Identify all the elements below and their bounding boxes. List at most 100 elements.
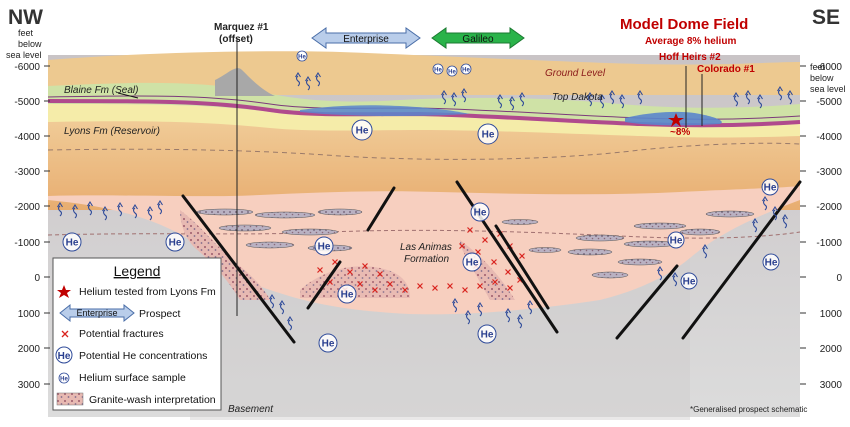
legend-he-icon: He [55, 346, 73, 364]
granite-stringers-right [567, 210, 755, 279]
helium-percent-label: ~8% [670, 127, 690, 138]
left-tick-label: -4000 [14, 132, 40, 143]
right-tick-label: -1000 [816, 238, 842, 249]
nw-label: NW [8, 6, 43, 29]
left-tick-label: 2000 [18, 344, 41, 355]
right-tick-label: -5000 [816, 97, 842, 108]
well-marquez-label: Marquez #1 [214, 22, 269, 33]
legend-surface-sample-icon: He [58, 372, 70, 384]
legend-granite: Granite-wash interpretation [89, 394, 216, 406]
right-tick-label: 2000 [820, 344, 843, 355]
right-axis-note: feet below sea level [810, 62, 846, 94]
left-tick-label: 0 [34, 273, 40, 284]
legend-prospect: Prospect [139, 308, 181, 320]
svg-text:He: He [341, 290, 354, 301]
svg-text:feet: feet [18, 28, 34, 38]
left-tick-label: -5000 [14, 97, 40, 108]
legend-prospect-arrow-icon [59, 303, 135, 323]
basement-label: Basement [228, 404, 274, 415]
left-axis-ticks: -6000 -5000 -4000 -3000 -2000 -1000 0 1000 2000 3… [14, 62, 50, 391]
right-tick-label: 3000 [820, 380, 843, 391]
legend-fracture-icon [61, 330, 69, 338]
svg-text:He: He [298, 55, 306, 61]
svg-text:He: He [670, 236, 683, 247]
left-tick-label: 3000 [18, 380, 41, 391]
well-hoff-label: Hoff Heirs #2 [659, 52, 721, 63]
left-tick-label: -3000 [14, 167, 40, 178]
galileo-prospect-arrow[interactable]: Galileo [431, 27, 525, 49]
svg-text:Enterprise: Enterprise [343, 34, 389, 45]
svg-text:He: He [466, 258, 479, 269]
las-animas-label-2: Formation [404, 254, 449, 265]
svg-text:He: He [765, 258, 778, 269]
right-tick-label: -4000 [816, 132, 842, 143]
legend-star-icon [57, 285, 71, 298]
granite-wash-left [180, 210, 270, 300]
svg-text:He: He [318, 242, 331, 253]
legend-granite-icon [56, 392, 84, 406]
granite-wash-center [300, 266, 410, 298]
svg-text:He: He [482, 130, 495, 141]
svg-text:He: He [448, 70, 456, 76]
right-tick-label: -3000 [816, 167, 842, 178]
legend-fractures: Potential fractures [79, 328, 164, 340]
right-tick-label: 1000 [820, 309, 843, 320]
legend-tested: Helium tested from Lyons Fm [79, 286, 216, 298]
helium-migration-arrows [57, 71, 793, 331]
svg-text:sea level: sea level [810, 84, 846, 94]
gas-lens-enterprise [300, 105, 470, 116]
las-animas-label-1: Las Animas [400, 242, 452, 253]
svg-text:Galileo: Galileo [462, 34, 494, 45]
lyons-label: Lyons Fm (Reservoir) [64, 126, 160, 137]
legend-concentrations: Potential He concentrations [79, 350, 207, 362]
helium-tested-star [668, 113, 684, 127]
blaine-label: Blaine Fm (Seal) [64, 85, 138, 96]
left-tick-label: -2000 [14, 202, 40, 213]
se-label: SE [812, 6, 840, 29]
svg-text:He: He [58, 351, 71, 362]
top-dakota-label: Top Dakota [552, 92, 603, 103]
svg-text:He: He [764, 183, 777, 194]
svg-text:He: He [169, 238, 182, 249]
svg-text:He: He [322, 339, 335, 350]
svg-text:below: below [810, 73, 834, 83]
footnote: *Generalised prospect schematic [690, 405, 807, 414]
faults [181, 180, 802, 344]
svg-text:He: He [481, 330, 494, 341]
well-colorado-label: Colorado #1 [697, 64, 755, 75]
svg-text:He: He [356, 126, 369, 137]
left-axis-note: feet below sea level [6, 28, 42, 60]
svg-text:He: He [462, 68, 470, 74]
right-tick-label: -2000 [816, 202, 842, 213]
field-subtitle: Average 8% helium [645, 36, 736, 47]
right-tick-label: 0 [836, 273, 842, 284]
field-title: Model Dome Field [620, 16, 748, 33]
ground-level-label: Ground Level [545, 68, 606, 79]
marquez-ridge [215, 68, 275, 96]
svg-text:He: He [683, 277, 696, 288]
right-axis-ticks: -6000 -5000 -4000 -3000 -2000 -1000 0 1000 2000 3… [800, 62, 842, 391]
svg-text:He: He [60, 377, 68, 383]
svg-text:feet: feet [810, 62, 826, 72]
legend: Legend Helium tested from Lyons Fm Enter… [52, 257, 222, 411]
svg-text:He: He [474, 208, 487, 219]
legend-surface: Helium surface sample [79, 372, 186, 384]
left-tick-label: 1000 [18, 309, 41, 320]
well-marquez-sub: (offset) [219, 34, 253, 45]
left-tick-label: -1000 [14, 238, 40, 249]
left-tick-label: -6000 [14, 62, 40, 73]
legend-title: Legend [114, 263, 161, 279]
svg-text:He: He [434, 68, 442, 74]
svg-text:He: He [66, 238, 79, 249]
enterprise-prospect-arrow[interactable]: Enterprise [311, 27, 421, 49]
right-tick-label: -6000 [816, 62, 842, 73]
svg-text:sea level: sea level [6, 50, 42, 60]
legend-prospect-arrow-text: Enterprise [76, 308, 117, 318]
lyons-reservoir-layer [48, 104, 800, 138]
svg-text:below: below [18, 39, 42, 49]
las-animas-layer [48, 186, 800, 315]
